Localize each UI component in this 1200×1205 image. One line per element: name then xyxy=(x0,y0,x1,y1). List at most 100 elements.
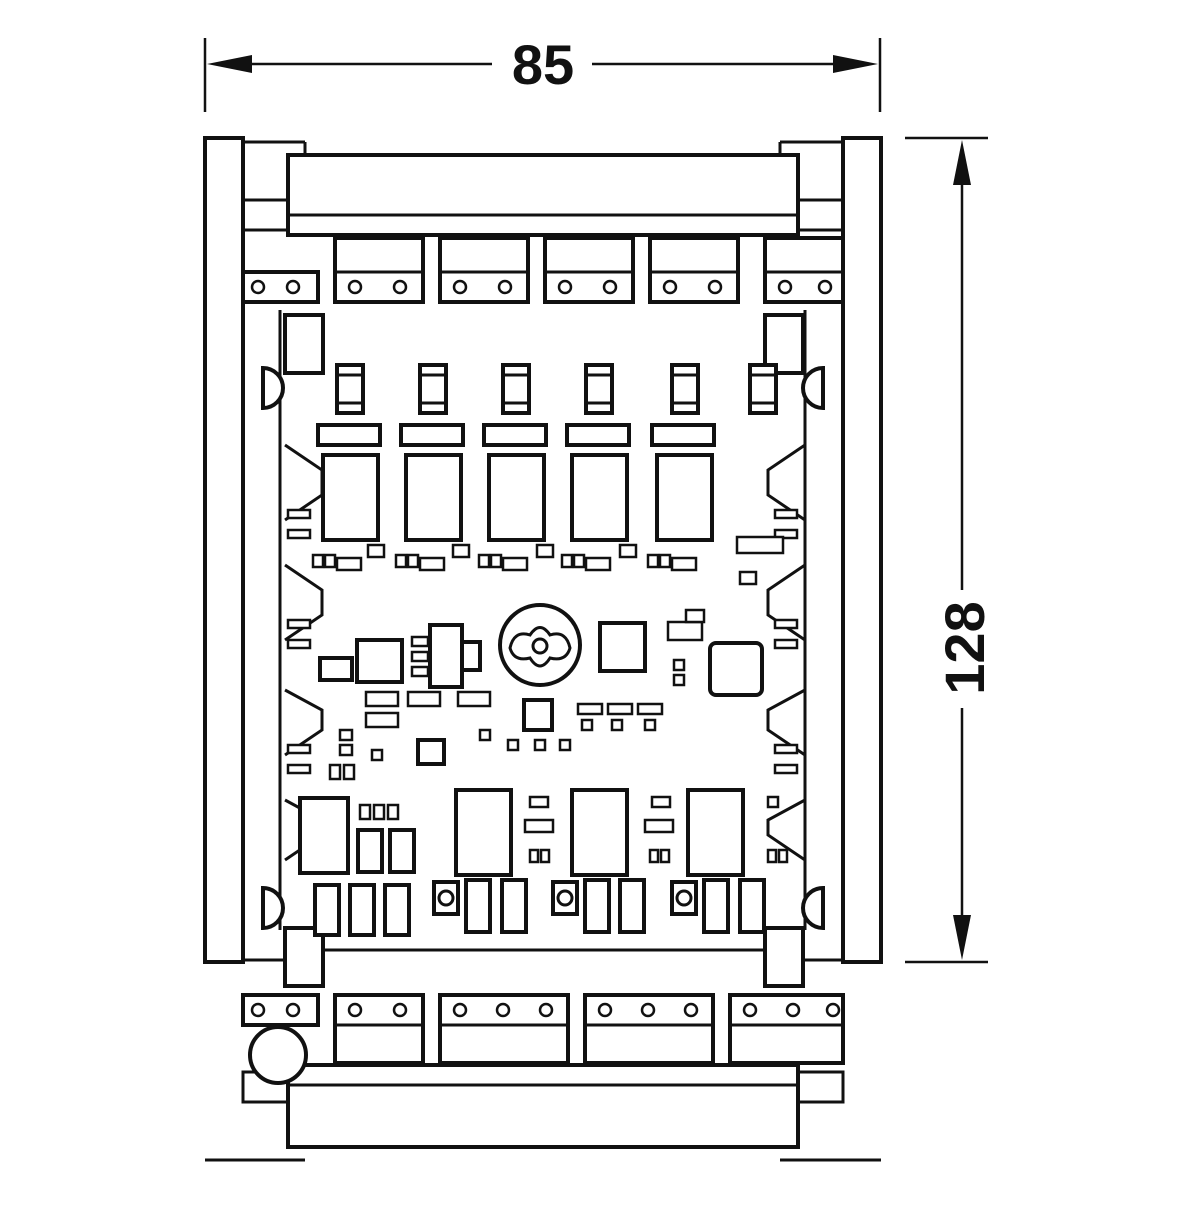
diode xyxy=(584,363,614,415)
transformer xyxy=(298,796,350,875)
right-components xyxy=(522,608,764,732)
lower-left-components xyxy=(298,796,416,875)
mounting-hole-icon xyxy=(801,885,825,931)
bottom-diode-row xyxy=(313,878,766,937)
height-arrow-bottom xyxy=(953,915,971,960)
mounting-hole-icon xyxy=(801,365,825,411)
relay xyxy=(321,453,380,542)
terminal-block xyxy=(763,236,845,304)
terminal-screw-icon xyxy=(683,1002,699,1018)
terminal-screw-icon xyxy=(640,1002,656,1018)
diode xyxy=(583,878,611,934)
bottom-right-guide xyxy=(796,1070,845,1104)
terminal-screw-icon xyxy=(497,279,513,295)
terminal-block xyxy=(648,236,740,304)
terminal-screw-icon xyxy=(602,279,618,295)
ic-chip xyxy=(355,638,404,684)
top-cover-bar xyxy=(286,153,800,237)
terminal-block xyxy=(241,270,320,304)
terminal-screw-icon xyxy=(392,1002,408,1018)
lower-relays xyxy=(454,788,789,877)
small-chip xyxy=(522,698,554,732)
terminal-screw-icon xyxy=(452,279,468,295)
capacitor xyxy=(388,828,416,874)
terminal-block xyxy=(333,236,425,304)
diode xyxy=(702,878,730,934)
terminal-screw-icon xyxy=(538,1002,554,1018)
right-side-rail xyxy=(841,136,883,964)
terminal-screw-icon xyxy=(742,1002,758,1018)
terminal-screw-icon xyxy=(250,1002,266,1018)
terminal-screw-icon xyxy=(285,279,301,295)
diode xyxy=(335,363,365,415)
terminal-screw-icon xyxy=(557,279,573,295)
terminal-block xyxy=(543,236,635,304)
inductor xyxy=(708,641,764,697)
terminal-screw-icon xyxy=(662,279,678,295)
right-heatsink-fins xyxy=(766,443,806,862)
terminal-screw-icon xyxy=(597,1002,613,1018)
top-terminal-blocks xyxy=(241,236,845,304)
corner-block xyxy=(283,313,325,375)
height-dimension: 128 xyxy=(905,136,996,964)
terminal-screw-icon xyxy=(495,1002,511,1018)
mounting-hole-icon xyxy=(261,365,285,411)
relay xyxy=(454,788,513,877)
capacitor xyxy=(318,656,354,682)
diode xyxy=(313,883,341,937)
diode-row xyxy=(335,363,778,415)
pcb-board xyxy=(248,313,825,1085)
terminal-screw-icon xyxy=(347,1002,363,1018)
corner-block xyxy=(283,926,325,988)
terminal-screw-icon xyxy=(250,279,266,295)
relay xyxy=(487,453,546,542)
diode xyxy=(464,878,492,934)
top-left-guide xyxy=(241,198,290,232)
diode xyxy=(738,878,766,934)
terminal-screw-icon xyxy=(777,279,793,295)
bottom-cover-bar xyxy=(286,1063,800,1149)
left-side-rail xyxy=(203,136,245,964)
capacitor xyxy=(356,828,384,874)
terminal-screw-icon xyxy=(785,1002,801,1018)
terminal-screw-icon xyxy=(285,1002,301,1018)
small-chip xyxy=(416,738,446,766)
width-arrow-left xyxy=(207,55,252,73)
relay xyxy=(686,788,745,877)
diode xyxy=(748,363,778,415)
diode xyxy=(383,883,411,937)
width-label: 85 xyxy=(512,33,574,96)
diode xyxy=(500,878,528,934)
corner-block xyxy=(763,926,805,988)
rotary-switch-icon xyxy=(498,603,582,687)
ic-chip xyxy=(598,621,647,673)
width-arrow-right xyxy=(833,55,878,73)
mounting-hole-icon xyxy=(261,885,285,931)
top-right-guide xyxy=(796,198,845,232)
housing xyxy=(203,136,883,1162)
width-dimension: 85 xyxy=(203,33,882,112)
diode xyxy=(670,363,700,415)
terminal-screw-icon xyxy=(347,279,363,295)
relay xyxy=(570,453,629,542)
relay xyxy=(570,788,629,877)
bottom-hole-icon xyxy=(248,1025,308,1085)
terminal-screw-icon xyxy=(825,1002,841,1018)
relay xyxy=(404,453,463,542)
diode xyxy=(348,883,376,937)
terminal-screw-icon xyxy=(392,279,408,295)
height-label: 128 xyxy=(933,601,996,694)
height-arrow-top xyxy=(953,140,971,185)
relay xyxy=(655,453,714,542)
terminal-screw-icon xyxy=(707,279,723,295)
regulator-tab xyxy=(460,640,482,672)
relay-headers xyxy=(316,423,716,447)
smd-row xyxy=(311,535,785,586)
terminal-block xyxy=(333,993,425,1065)
center-components xyxy=(318,623,572,781)
diode xyxy=(501,363,531,415)
terminal-screw-icon xyxy=(452,1002,468,1018)
terminal-screw-icon xyxy=(817,279,833,295)
